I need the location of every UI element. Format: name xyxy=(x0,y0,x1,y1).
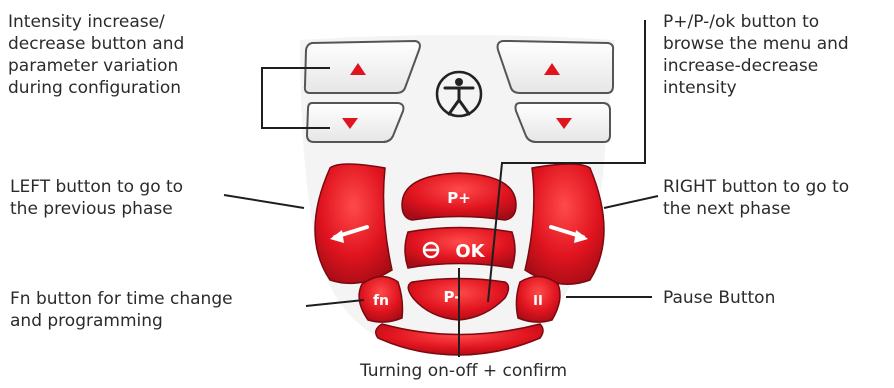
p-plus-key-label: P+ xyxy=(447,189,471,207)
ok-button[interactable]: OK xyxy=(405,228,515,269)
fn-key-label: fn xyxy=(373,293,389,309)
pause-button[interactable]: II xyxy=(516,276,560,322)
leader-line-right xyxy=(604,196,658,208)
intensity-up-right-button[interactable] xyxy=(498,41,614,93)
pause-key-label: II xyxy=(533,294,543,309)
leader-line-left xyxy=(224,195,304,208)
p-minus-key-label: P- xyxy=(444,288,461,306)
fn-button[interactable]: fn xyxy=(359,276,402,322)
right-button[interactable] xyxy=(525,164,604,284)
ok-key-label: OK xyxy=(455,241,485,262)
intensity-down-left-button[interactable] xyxy=(307,103,403,142)
intensity-down-right-button[interactable] xyxy=(516,103,611,142)
left-button[interactable] xyxy=(315,164,392,283)
